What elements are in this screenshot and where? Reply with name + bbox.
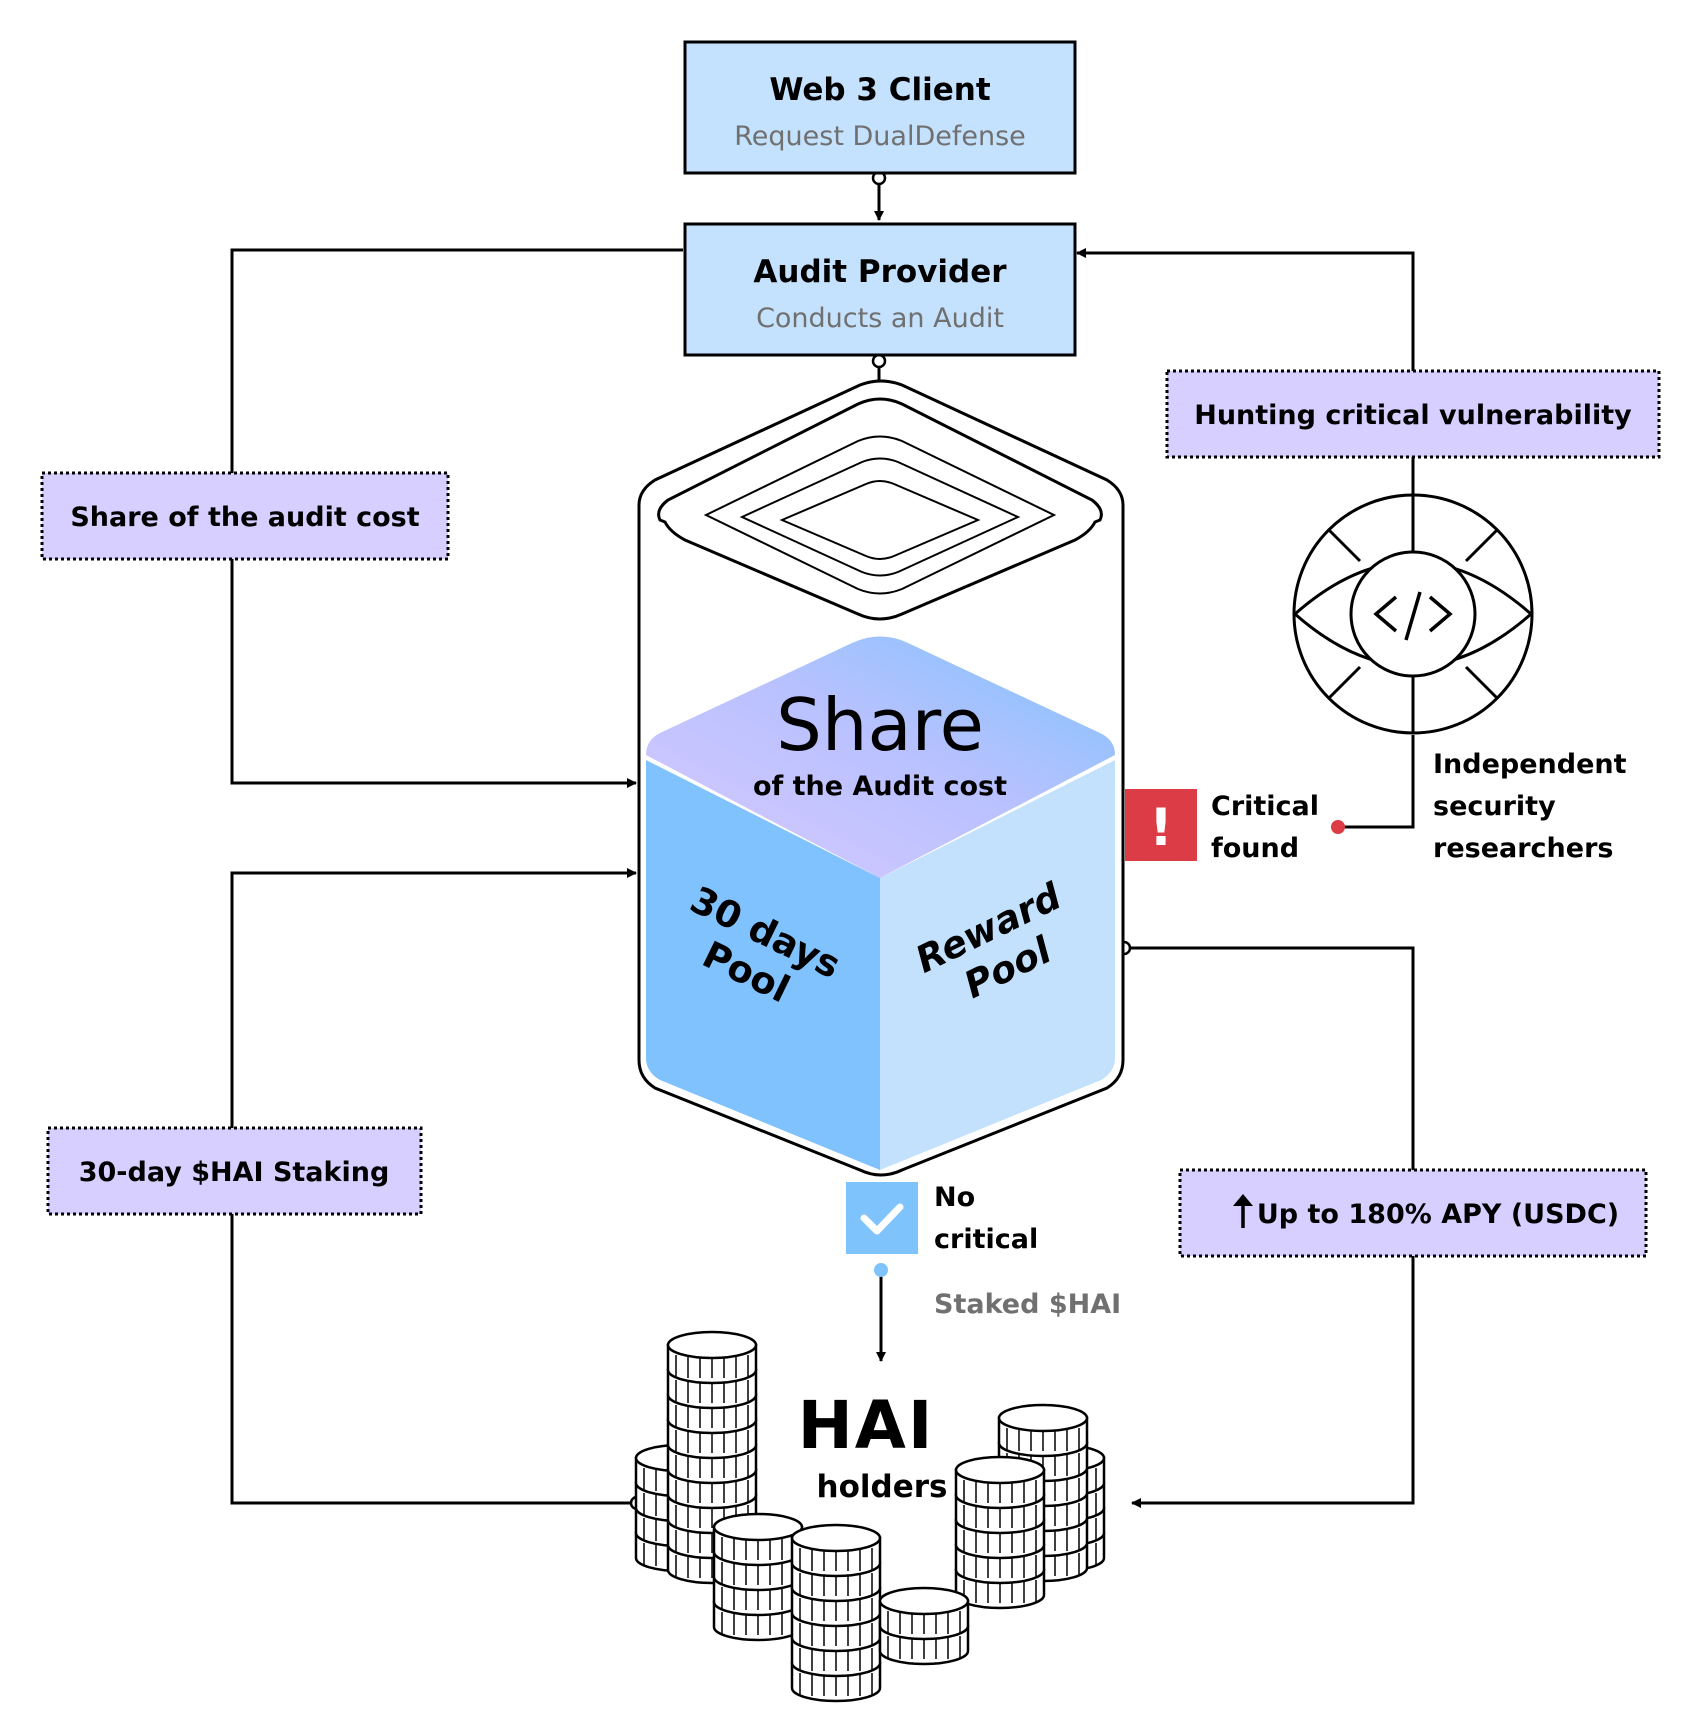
web3-client-box: Web 3 Client Request DualDefense: [683, 40, 1077, 175]
label-hunting-text: Hunting critical vulnerability: [1194, 400, 1632, 431]
no-critical-line1: No: [934, 1182, 975, 1213]
pool-share-title: Share: [776, 683, 984, 767]
no-critical-line2: critical: [934, 1224, 1038, 1255]
hai-logo: HAI holders: [798, 1387, 948, 1505]
connector-researchers-to-critical: [1338, 735, 1415, 829]
up-arrow-icon: [1233, 1194, 1253, 1228]
pool-share-subtitle: of the Audit cost: [753, 771, 1007, 802]
label-share-cost: Share of the audit cost: [40, 471, 450, 561]
researchers-line1: Independent: [1433, 749, 1627, 780]
pool-cylinder: Share of the Audit cost 30 days Pool Rew…: [637, 379, 1125, 1177]
audit-provider-subtitle: Conducts an Audit: [756, 303, 1004, 334]
label-staking: 30-day $HAI Staking: [46, 1126, 423, 1216]
researchers-label: Independent security researchers: [1433, 749, 1627, 864]
critical-found-line2: found: [1211, 833, 1299, 864]
coin-stack: [790, 1523, 882, 1703]
audit-provider-title: Audit Provider: [753, 254, 1007, 290]
no-critical: No critical: [846, 1182, 1038, 1255]
critical-found-line1: Critical: [1211, 791, 1319, 822]
label-share-cost-text: Share of the audit cost: [70, 502, 419, 533]
coin-stack: [712, 1512, 804, 1642]
researchers-line3: researchers: [1433, 833, 1613, 864]
check-icon: [860, 1203, 904, 1235]
warning-icon-symbol: !: [1149, 798, 1173, 858]
coin-stack: [954, 1455, 1046, 1610]
critical-found: ! Critical found: [1125, 789, 1319, 864]
researchers-line2: security: [1433, 791, 1556, 822]
coin-stacks-icon: [634, 1330, 1106, 1703]
coin-stack: [878, 1586, 970, 1666]
staked-label: Staked $HAI: [934, 1289, 1121, 1320]
hai-logo-text: HAI: [798, 1387, 935, 1464]
label-apy: Up to 180% APY (USDC): [1178, 1168, 1648, 1258]
web3-client-title: Web 3 Client: [769, 72, 991, 108]
label-apy-text: Up to 180% APY (USDC): [1257, 1199, 1619, 1230]
web3-client-subtitle: Request DualDefense: [734, 121, 1026, 152]
audit-provider-box: Audit Provider Conducts an Audit: [683, 222, 1077, 357]
hai-holders-caption: holders: [817, 1469, 948, 1505]
label-hunting: Hunting critical vulnerability: [1165, 369, 1661, 459]
label-staking-text: 30-day $HAI Staking: [79, 1157, 390, 1188]
warning-icon: [1125, 789, 1197, 861]
eye-code-icon: [1292, 493, 1534, 735]
